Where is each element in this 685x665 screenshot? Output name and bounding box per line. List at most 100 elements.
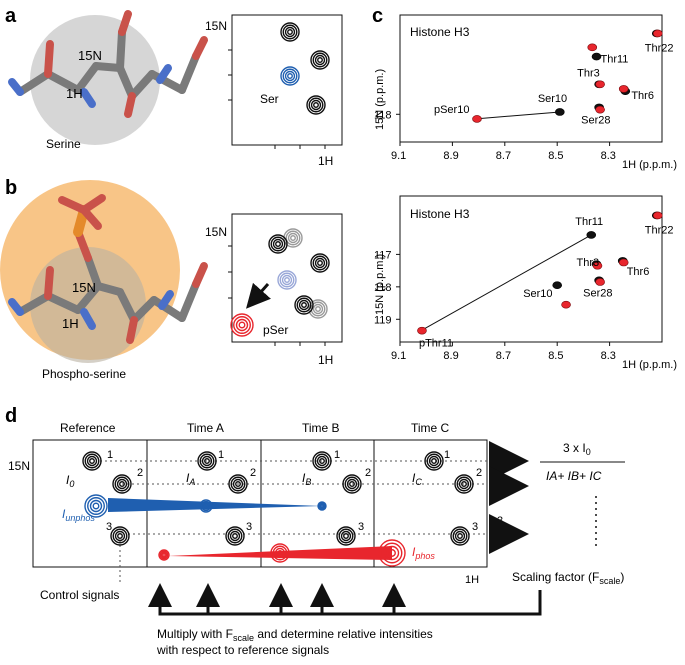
spectrum-b-frame bbox=[231, 213, 343, 343]
bottom-note-line-1: Multiply with Fscale and determine relat… bbox=[157, 627, 433, 643]
spectrum-b-y-label: 15N bbox=[205, 225, 227, 239]
arrow-2-number: 2 bbox=[497, 473, 503, 485]
spectrum-a-x-label: 1H bbox=[318, 154, 333, 168]
label-ib: IB bbox=[302, 471, 311, 487]
label-ic: IC bbox=[412, 471, 422, 487]
chart-top-ylabel: 15N (p.p.m.) bbox=[374, 69, 386, 130]
phospho-inner-circle bbox=[30, 247, 146, 363]
panel-d-b-peak-3 bbox=[336, 526, 356, 546]
arrow-1-number: 1 bbox=[497, 448, 503, 460]
panel-d-a-peak-3 bbox=[225, 526, 245, 546]
spectrum-b-peak-right bbox=[310, 253, 330, 273]
chart-top-title: Histone H3 bbox=[410, 25, 470, 39]
chart-0-point-pser10-red bbox=[472, 115, 482, 123]
unphos-decay-wedge bbox=[108, 498, 322, 512]
serine-label-15n: 15N bbox=[78, 48, 102, 63]
phospho-label-15n: 15N bbox=[72, 280, 96, 295]
panel-d-a-peak-1 bbox=[197, 451, 217, 471]
spectrum-a-ser-peak bbox=[280, 66, 300, 86]
chart-1-ytick-label: 119 bbox=[374, 314, 392, 326]
spectrum-a: 15N 1H Ser bbox=[205, 14, 343, 168]
chart-1-label-thr22: Thr22 bbox=[645, 224, 674, 236]
serine-highlight-circle bbox=[30, 15, 160, 145]
chart-1-label-ser28: Ser28 bbox=[583, 287, 612, 299]
chart-1-point-thr6-red bbox=[618, 258, 629, 267]
spectrum-b: 15N 1H pSer bbox=[205, 213, 343, 367]
c-peak-2-number: 2 bbox=[476, 467, 482, 479]
spectrum-a-ser-label: Ser bbox=[260, 92, 279, 106]
control-signals-label: Control signals bbox=[40, 588, 119, 602]
chart-top-xlabel: 1H (p.p.m.) bbox=[622, 159, 677, 171]
label-ia: IA bbox=[186, 471, 195, 487]
chart-0-shift-line bbox=[475, 111, 560, 120]
chart-0-xtick-label: 8.5 bbox=[548, 150, 563, 162]
chart-1-xtick-label: 8.9 bbox=[443, 350, 458, 362]
phosphoserine-model: 15N 1H bbox=[0, 180, 208, 363]
chart-0-label-ser10: Ser10 bbox=[538, 93, 567, 105]
serine-label-1h: 1H bbox=[66, 86, 83, 101]
panel-d-1h-label: 1H bbox=[465, 574, 479, 586]
label-i0: I0 bbox=[66, 473, 74, 489]
spectrum-b-peak-top bbox=[268, 234, 288, 254]
panel-d-letter: d bbox=[5, 405, 17, 427]
b-peak-1-number: 1 bbox=[334, 449, 340, 461]
panel-d-b-unphos-peak bbox=[317, 501, 327, 511]
a-peak-3-number: 3 bbox=[246, 521, 252, 533]
chart-1-ytick-label: 117 bbox=[374, 249, 392, 261]
chart-bottom-ylabel: 15N (p.p.m.) bbox=[374, 254, 386, 315]
chart-0-label-thr3: Thr3 bbox=[577, 67, 600, 79]
chart-1-label-ser10: Ser10 bbox=[523, 288, 552, 300]
bottom-note-line-2: with respect to reference signals bbox=[156, 643, 329, 657]
feedback-line bbox=[158, 590, 542, 616]
ref-peak-3-number: 3 bbox=[106, 521, 112, 533]
label-iphos: Iphos bbox=[412, 545, 435, 561]
chart-1-point-pthr11-red bbox=[417, 326, 427, 335]
b-peak-3-number: 3 bbox=[358, 521, 364, 533]
chart-0-xtick-label: 8.9 bbox=[443, 150, 458, 162]
chart-1-ytick-label: 118 bbox=[374, 282, 392, 294]
chart-1-point-ser10-red bbox=[561, 300, 571, 309]
spectrum-a-peak-bottom bbox=[306, 95, 326, 115]
panel-d-ref-unphos-peak bbox=[84, 494, 108, 518]
c-peak-1-number: 1 bbox=[444, 449, 450, 461]
panel-d-ref-peak-2 bbox=[112, 474, 132, 494]
panel-d-c-phos-peak bbox=[378, 539, 406, 567]
b-peak-2-number: 2 bbox=[365, 467, 371, 479]
chart-1-point-thr11-black bbox=[586, 231, 597, 239]
nmr-chart-top: Histone H3 15N (p.p.m.) 1H (p.p.m.) 9.1 8… bbox=[374, 14, 677, 171]
chart-0-xtick-label: 8.3 bbox=[601, 150, 616, 162]
ref-peak-2-number: 2 bbox=[137, 467, 143, 479]
chart-0-xtick-label: 9.1 bbox=[391, 150, 406, 162]
chart-1-label-thr11: Thr11 bbox=[575, 216, 603, 228]
chart-1-point-ser10-black bbox=[552, 281, 563, 290]
phospho-shift-arrow bbox=[246, 282, 271, 309]
chart-1-label-thr6: Thr6 bbox=[627, 266, 650, 278]
chart-1-shift-line bbox=[420, 234, 592, 332]
panel-d-a-unphos-peak bbox=[199, 499, 213, 513]
column-time-c: Time C bbox=[411, 421, 450, 435]
serine-bonds bbox=[8, 10, 208, 118]
panel-d-c-peak-1 bbox=[424, 451, 444, 471]
column-time-a: Time A bbox=[187, 421, 224, 435]
chart-1-point-thr3-red bbox=[592, 261, 603, 270]
formula-denominator: IA+ IB+ IC bbox=[546, 469, 602, 483]
chart-bottom-frame bbox=[399, 195, 663, 343]
panel-d-frame bbox=[32, 439, 488, 568]
panel-d-a-peak-2 bbox=[228, 474, 248, 494]
chart-0-point-thr6-red bbox=[618, 85, 629, 93]
scaling-factor-label: Scaling factor (Fscale) bbox=[512, 570, 624, 586]
chart-1-label-pthr11: pThr11 bbox=[419, 338, 453, 350]
panel-b-letter: b bbox=[5, 177, 17, 199]
chart-bottom-xlabel: 1H (p.p.m.) bbox=[622, 359, 677, 371]
panel-d-ref-peak-1 bbox=[82, 451, 102, 471]
spectrum-a-peak-top bbox=[280, 22, 300, 42]
panel-d-b-phos-peak bbox=[270, 543, 290, 563]
column-time-b: Time B bbox=[302, 421, 340, 435]
spectrum-a-frame bbox=[231, 14, 343, 146]
spectrum-b-pser-label: pSer bbox=[263, 323, 288, 337]
chart-0-point-thr11-black bbox=[591, 52, 602, 61]
chart-1-point-thr22-red bbox=[652, 211, 663, 220]
spectrum-a-peak-right bbox=[310, 50, 330, 70]
panel-d-15n-label: 15N bbox=[8, 459, 30, 473]
